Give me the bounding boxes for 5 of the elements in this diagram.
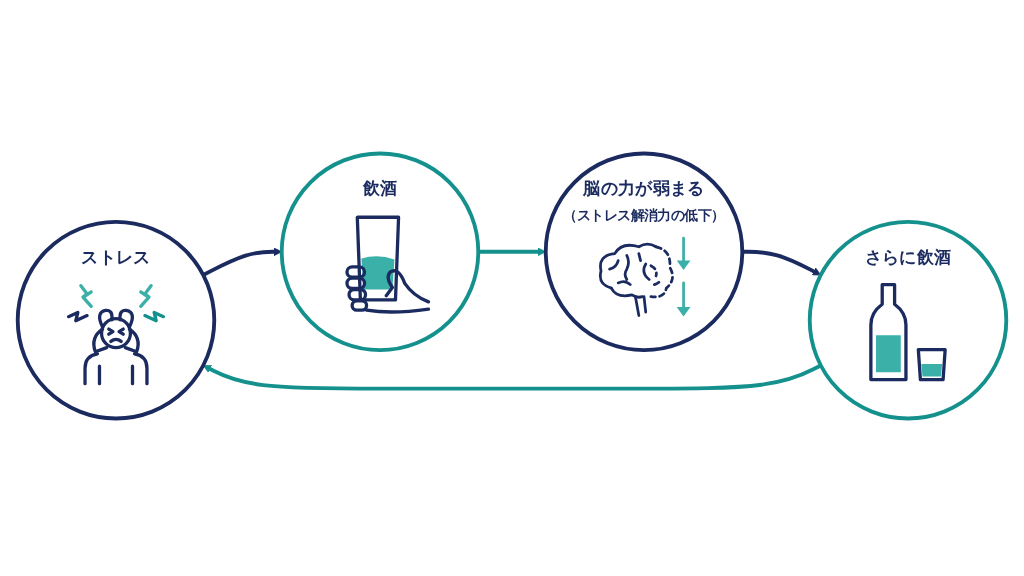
arrow: [202, 363, 822, 391]
node-circle: 脳の力が弱まる （ストレス解消力の低下）: [543, 151, 745, 352]
node-circle: さらに飲酒: [807, 220, 1009, 421]
node-circle: 飲酒: [279, 151, 481, 352]
node-circle: ストレス: [15, 220, 217, 421]
